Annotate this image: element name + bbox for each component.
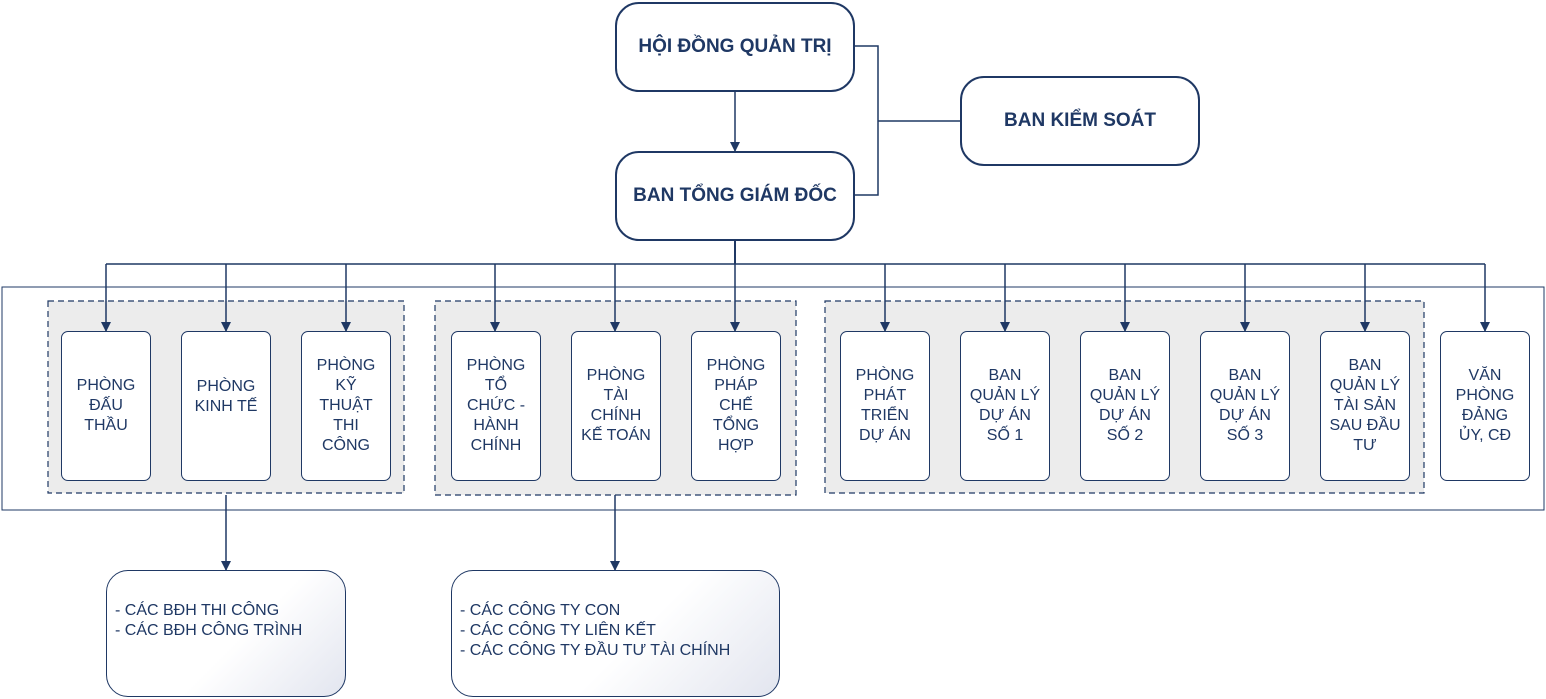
dept-dau-thau: PHÒNG ĐẤU THẦU <box>61 331 151 481</box>
dept-bql-2: BAN QUẢN LÝ DỰ ÁN SỐ 2 <box>1080 331 1170 481</box>
construction-units-note: - CÁC BĐH THI CÔNG - CÁC BĐH CÔNG TRÌNH <box>106 570 346 697</box>
dept-tai-chinh: PHÒNG TÀI CHÍNH KẾ TOÁN <box>571 331 661 481</box>
dept-to-chuc: PHÒNG TỔ CHỨC - HÀNH CHÍNH <box>451 331 541 481</box>
note-line: - CÁC CÔNG TY LIÊN KẾT <box>460 622 656 639</box>
supervisory-box: BAN KIỂM SOÁT <box>960 76 1200 166</box>
department-arrows <box>101 264 1490 332</box>
board-box: HỘI ĐỒNG QUẢN TRỊ <box>615 2 855 92</box>
companies-note: - CÁC CÔNG TY CON - CÁC CÔNG TY LIÊN KẾT… <box>451 570 780 697</box>
supervisory-connector <box>855 45 960 196</box>
note-line: - CÁC CÔNG TY ĐẦU TƯ TÀI CHÍNH <box>460 642 731 659</box>
dept-van-phong: VĂN PHÒNG ĐẢNG ỦY, CĐ <box>1440 331 1530 481</box>
dept-bql-tai-san: BAN QUẢN LÝ TÀI SẢN SAU ĐẦU TƯ <box>1320 331 1410 481</box>
executive-box: BAN TỔNG GIÁM ĐỐC <box>615 151 855 241</box>
note-line: - CÁC CÔNG TY CON <box>460 602 621 619</box>
dept-ky-thuat: PHÒNG KỸ THUẬT THI CÔNG <box>301 331 391 481</box>
dept-bql-1: BAN QUẢN LÝ DỰ ÁN SỐ 1 <box>960 331 1050 481</box>
note-line: - CÁC BĐH CÔNG TRÌNH <box>115 622 303 639</box>
note-line: - CÁC BĐH THI CÔNG <box>115 602 280 619</box>
dept-phat-trien: PHÒNG PHÁT TRIỂN DỰ ÁN <box>840 331 930 481</box>
dept-phap-che: PHÒNG PHÁP CHẾ TỔNG HỢP <box>691 331 781 481</box>
dept-kinh-te: PHÒNG KINH TẾ <box>181 331 271 481</box>
dept-bql-3: BAN QUẢN LÝ DỰ ÁN SỐ 3 <box>1200 331 1290 481</box>
